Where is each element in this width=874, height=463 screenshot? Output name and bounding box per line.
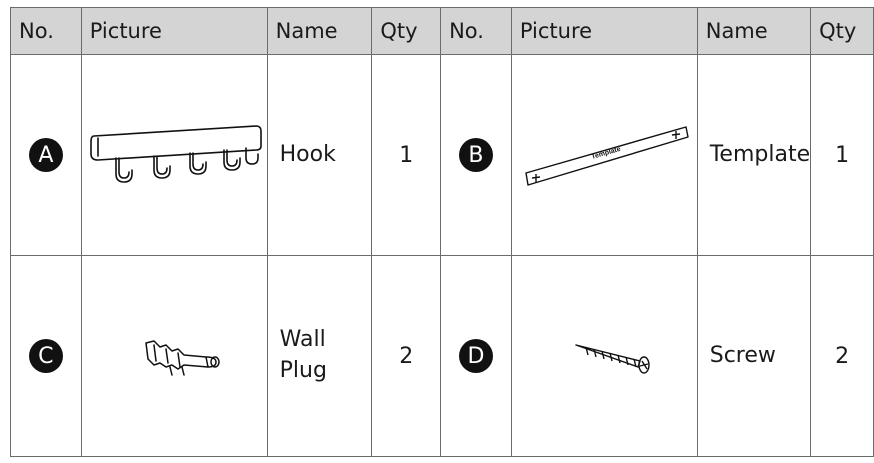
part-letter-badge: D bbox=[458, 339, 493, 373]
header-picture-2: Picture bbox=[510, 7, 698, 55]
header-name: Name bbox=[266, 7, 373, 55]
part-letter-badge: C bbox=[28, 339, 63, 373]
part-picture-cell bbox=[80, 255, 268, 457]
part-letter-badge: B bbox=[458, 138, 493, 172]
part-qty: 2 bbox=[371, 255, 442, 457]
part-qty: 1 bbox=[371, 54, 442, 256]
part-name: Template bbox=[696, 54, 812, 256]
part-name: Wall Plug bbox=[266, 255, 373, 457]
table-row: A Hook 1 B bbox=[10, 54, 874, 256]
part-letter-cell: D bbox=[440, 255, 512, 457]
hook-rail-icon bbox=[90, 125, 262, 183]
part-letter-cell: A bbox=[10, 54, 82, 256]
part-picture-cell bbox=[80, 54, 268, 256]
part-letter-badge: A bbox=[28, 138, 63, 172]
screw-icon bbox=[575, 344, 650, 374]
header-no: No. bbox=[10, 7, 82, 55]
part-picture-cell: Template bbox=[510, 54, 698, 256]
part-letter-cell: B bbox=[440, 54, 512, 256]
header-qty: Qty bbox=[371, 7, 442, 55]
template-strip-icon: Template bbox=[525, 126, 689, 186]
header-no-2: No. bbox=[440, 7, 512, 55]
part-qty: 1 bbox=[810, 54, 874, 256]
header-row: No. Picture Name Qty No. Picture Name Qt… bbox=[10, 7, 874, 55]
part-name: Hook bbox=[266, 54, 373, 256]
parts-table: No. Picture Name Qty No. Picture Name Qt… bbox=[10, 7, 874, 457]
wall-plug-icon bbox=[145, 340, 220, 376]
header-picture: Picture bbox=[80, 7, 268, 55]
part-qty: 2 bbox=[810, 255, 874, 457]
part-letter-cell: C bbox=[10, 255, 82, 457]
header-name-2: Name bbox=[696, 7, 812, 55]
part-name: Screw bbox=[696, 255, 812, 457]
table-row: C Wall Plug 2 D bbox=[10, 255, 874, 457]
header-qty-2: Qty bbox=[810, 7, 874, 55]
part-picture-cell bbox=[510, 255, 698, 457]
